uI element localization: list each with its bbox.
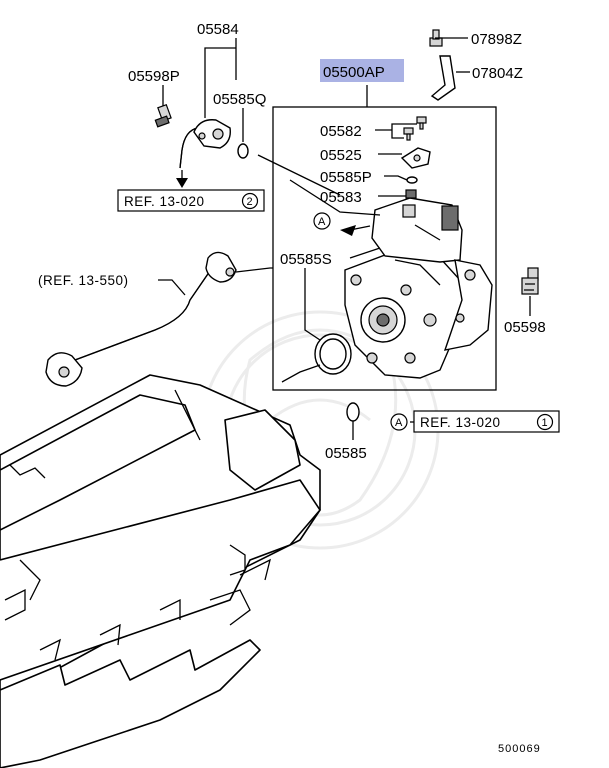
diagram-id: 500069 bbox=[498, 743, 541, 755]
label-05598p[interactable]: 05598P bbox=[128, 68, 180, 85]
ref-text-right: REF. 13-020 bbox=[420, 415, 501, 430]
label-05500ap[interactable]: 05500AP bbox=[323, 64, 385, 81]
leader-lines bbox=[158, 37, 531, 440]
return-pipe-assembly bbox=[179, 119, 249, 169]
ref-number-right: 1 bbox=[542, 417, 549, 429]
o-ring-05585p bbox=[406, 176, 418, 184]
marker-a-label: A bbox=[318, 216, 326, 228]
label-05525[interactable]: 05525 bbox=[320, 147, 362, 164]
ref-13-020-1[interactable]: REF. 13-020 1 bbox=[413, 410, 560, 433]
label-05585[interactable]: 05585 bbox=[325, 445, 367, 462]
label-05585q[interactable]: 05585Q bbox=[213, 91, 266, 108]
bolt-05598 bbox=[521, 267, 539, 295]
fuel-injection-pump bbox=[344, 197, 493, 379]
detail-frame bbox=[272, 106, 497, 391]
label-05584[interactable]: 05584 bbox=[197, 21, 239, 38]
label-05585s[interactable]: 05585S bbox=[280, 251, 332, 268]
label-07804z[interactable]: 07804Z bbox=[472, 65, 523, 82]
arrow-left-icon bbox=[340, 225, 356, 236]
arrow-down-icon bbox=[176, 178, 188, 188]
o-ring-05585q bbox=[237, 143, 249, 159]
label-05583[interactable]: 05583 bbox=[320, 189, 362, 206]
label-05585p[interactable]: 05585P bbox=[320, 169, 372, 186]
marker-a-icon bbox=[313, 212, 331, 230]
highlight-box bbox=[320, 59, 404, 82]
marker-a-label-2: A bbox=[395, 417, 403, 429]
engine-cylinder-head bbox=[0, 374, 321, 768]
o-ring-05585 bbox=[346, 402, 360, 422]
label-07898z[interactable]: 07898Z bbox=[471, 31, 522, 48]
marker-a-icon-2 bbox=[390, 413, 408, 431]
label-05582[interactable]: 05582 bbox=[320, 123, 362, 140]
ref-number-top: 2 bbox=[247, 196, 254, 208]
bracket-07804z bbox=[429, 29, 456, 101]
nut-05583 bbox=[405, 189, 417, 199]
ref-13-550[interactable]: (REF. 13-550) bbox=[38, 273, 129, 288]
fuel-pipe bbox=[45, 251, 237, 387]
ref-13-020-2[interactable]: REF. 13-020 2 bbox=[117, 189, 265, 212]
label-05598[interactable]: 05598 bbox=[504, 319, 546, 336]
bolt-05598p bbox=[154, 103, 172, 128]
bolts-05582 bbox=[403, 116, 427, 141]
ref-text-top: REF. 13-020 bbox=[124, 194, 205, 209]
